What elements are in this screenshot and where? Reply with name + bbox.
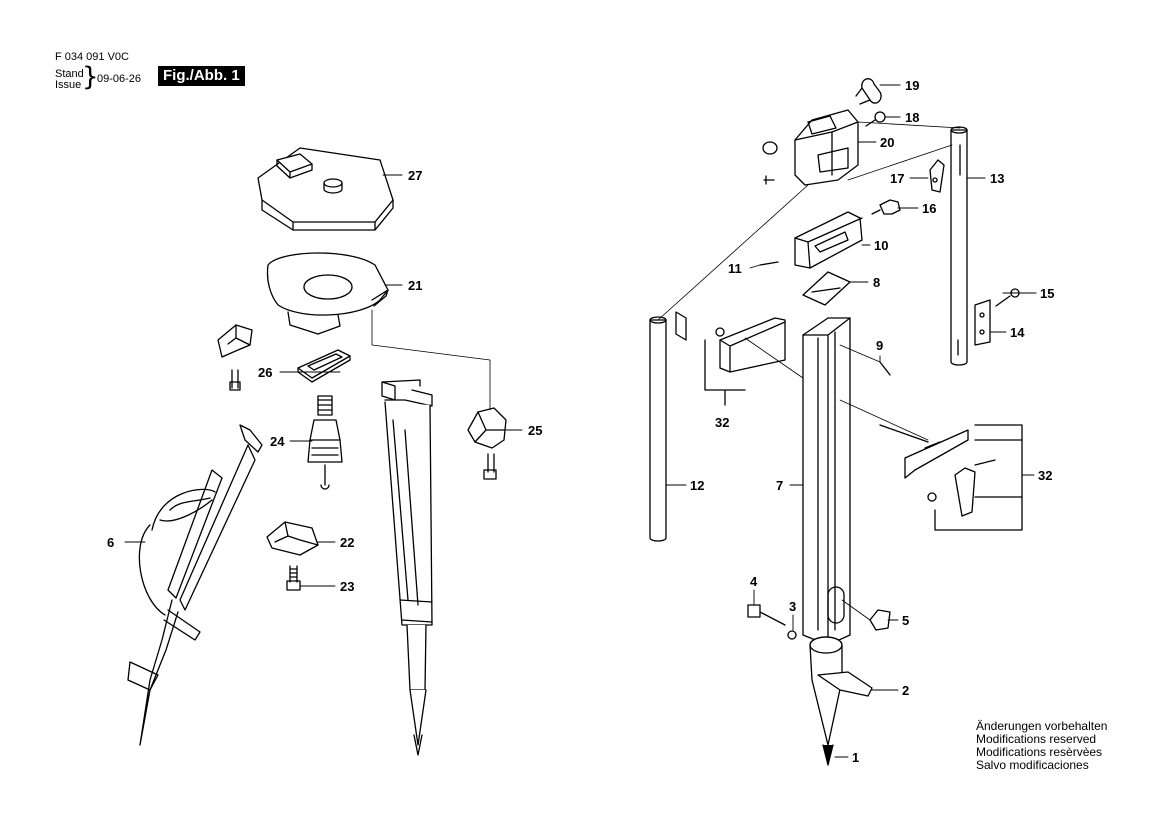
callout-3: 3 [789,599,796,614]
callout-4: 4 [750,574,758,589]
callout-10: 10 [874,238,888,253]
part-24-knob [307,395,343,490]
modification-notes: Änderungen vorbehalten Modifications res… [976,720,1107,772]
callout-7: 7 [776,478,783,493]
part-27-cover [257,147,394,231]
callout-26: 26 [258,365,272,380]
callout-17: 17 [890,171,904,186]
callout-9: 9 [876,338,883,353]
part-22-clamp [266,521,319,556]
issue-label: Issue [55,79,82,91]
stand-label: Stand [55,68,84,80]
callout-15: 15 [1040,286,1054,301]
callout-14: 14 [1010,325,1025,340]
part-7-leg [802,317,851,646]
note-line: Änderungen vorbehalten [976,719,1108,733]
part-32-bracket-right [879,424,1023,531]
callout-5: 5 [902,613,909,628]
callout-23: 23 [340,579,354,594]
part-32-bracket-left [704,317,786,406]
callout-21: 21 [408,278,422,293]
callout-32-left: 32 [715,415,729,430]
tripod-leg-center [381,379,433,756]
brace-icon: } [82,62,99,92]
part-19-cap [855,78,882,105]
part-9-screw [879,361,891,376]
part-13-tube [950,126,968,366]
callout-12: 12 [690,478,704,493]
callout-leaders [124,84,1037,758]
callout-16: 16 [922,201,936,216]
callout-6: 6 [107,535,114,550]
callout-20: 20 [880,135,894,150]
part-26-washer [297,349,351,383]
part-20-head [762,109,859,186]
part-23-screw [286,565,301,591]
leader-lines-right [657,121,961,621]
part-25-lever [467,407,507,480]
part-clamp-left [217,324,253,391]
note-line: Modifications resèrvèes [976,745,1103,759]
part-2-foot [809,636,873,766]
part-10-slider [759,211,863,269]
callout-2: 2 [902,683,909,698]
callout-27: 27 [408,168,422,183]
callout-22: 22 [340,535,354,550]
callout-25: 25 [528,423,542,438]
issue-date: 09-06-26 [97,73,142,85]
note-line: Salvo modificaciones [976,758,1089,772]
part-number: F 034 091 V0C [55,51,129,63]
callout-11: 11 [728,261,742,276]
figure-label: Fig./Abb. 1 [158,66,245,86]
leader-line [371,309,491,411]
callout-18: 18 [905,110,919,125]
part-4-bolt [747,604,797,640]
part-17-clip [929,159,945,193]
part-21-ring [266,252,389,335]
callout-32-right: 32 [1038,468,1052,483]
part-6-leg [127,424,263,746]
callout-13: 13 [990,171,1004,186]
callout-1: 1 [852,750,859,765]
callout-24: 24 [270,434,285,449]
note-line: Modifications reserved [976,732,1097,746]
part-16-wingscrew [871,199,901,215]
callout-8: 8 [873,275,880,290]
callout-19: 19 [905,78,919,93]
part-12-tube [649,311,687,542]
